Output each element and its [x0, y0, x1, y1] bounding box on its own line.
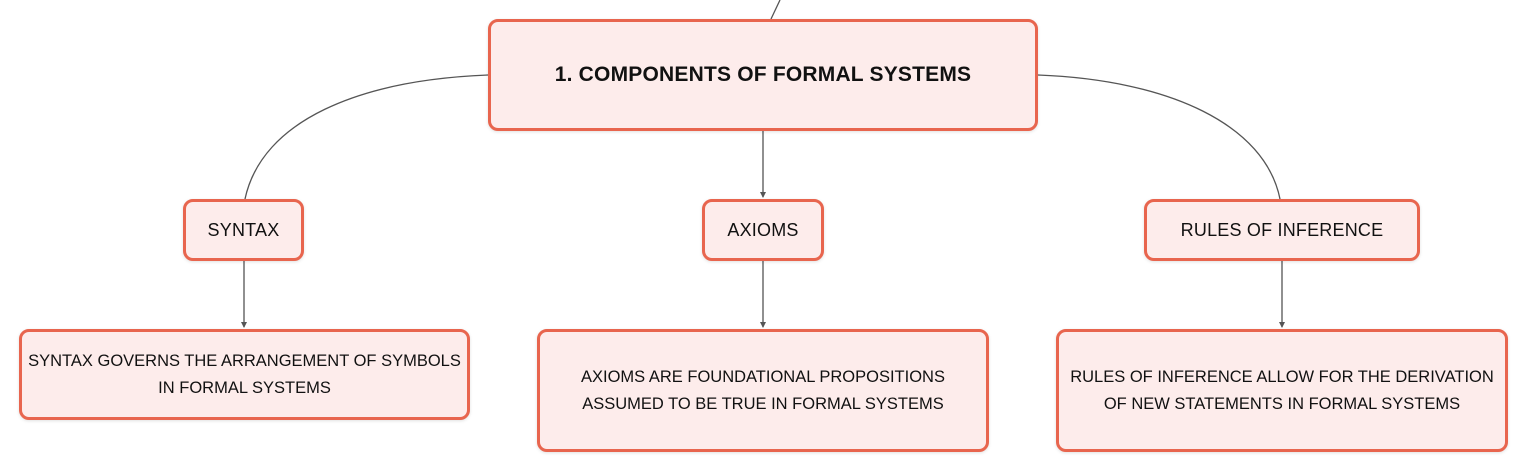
- detail-text-axioms: AXIOMS ARE FOUNDATIONAL PROPOSITIONS ASS…: [581, 364, 945, 418]
- connector-root-rules: [1037, 74, 1281, 200]
- root-node[interactable]: 1. COMPONENTS OF FORMAL SYSTEMS: [488, 19, 1038, 131]
- detail-text-rules-of-inference: RULES OF INFERENCE ALLOW FOR THE DERIVAT…: [1070, 364, 1494, 418]
- branch-node-syntax[interactable]: SYNTAX: [183, 199, 304, 261]
- detail-line: IN FORMAL SYSTEMS: [158, 378, 331, 397]
- branch-node-axioms[interactable]: AXIOMS: [702, 199, 824, 261]
- detail-line: SYNTAX GOVERNS THE ARRANGEMENT OF SYMBOL…: [28, 351, 461, 370]
- branch-label-syntax: SYNTAX: [207, 219, 280, 240]
- branch-label-rules-of-inference: RULES OF INFERENCE: [1180, 219, 1384, 240]
- parent-connector: [770, 0, 781, 20]
- branch-label-axioms: AXIOMS: [727, 219, 799, 240]
- detail-line: RULES OF INFERENCE ALLOW FOR THE DERIVAT…: [1070, 367, 1494, 386]
- root-title: 1. COMPONENTS OF FORMAL SYSTEMS: [554, 63, 972, 86]
- branch-node-rules-of-inference[interactable]: RULES OF INFERENCE: [1144, 199, 1420, 261]
- detail-line: OF NEW STATEMENTS IN FORMAL SYSTEMS: [1103, 394, 1461, 413]
- detail-line: ASSUMED TO BE TRUE IN FORMAL SYSTEMS: [582, 394, 944, 413]
- connector-root-syntax: [244, 74, 489, 200]
- detail-node-axioms[interactable]: AXIOMS ARE FOUNDATIONAL PROPOSITIONS ASS…: [537, 329, 989, 452]
- detail-text-syntax: SYNTAX GOVERNS THE ARRANGEMENT OF SYMBOL…: [28, 348, 461, 402]
- detail-node-rules-of-inference[interactable]: RULES OF INFERENCE ALLOW FOR THE DERIVAT…: [1056, 329, 1508, 452]
- detail-node-syntax[interactable]: SYNTAX GOVERNS THE ARRANGEMENT OF SYMBOL…: [19, 329, 470, 420]
- detail-line: AXIOMS ARE FOUNDATIONAL PROPOSITIONS: [581, 367, 945, 386]
